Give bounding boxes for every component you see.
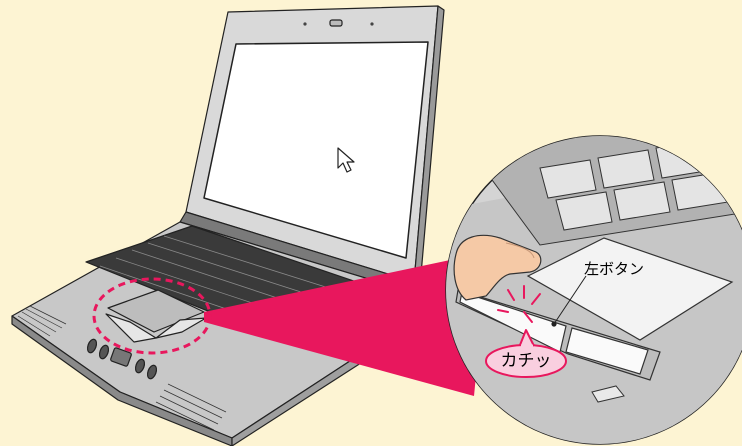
- left-button-label: 左ボタン: [584, 260, 645, 278]
- zoom-touchpad: [526, 237, 734, 341]
- zoom-connector-beam: [204, 252, 488, 396]
- click-sound-bubble-tail: [519, 329, 535, 347]
- click-burst-icon: [497, 285, 541, 323]
- lid-camera: [329, 19, 343, 27]
- lid-latch-left: [303, 22, 307, 26]
- front-media-buttons: [86, 338, 158, 380]
- lid-latch-right: [370, 22, 374, 26]
- speaker-grille-left: [17, 305, 67, 337]
- speaker-grille-right: [155, 383, 227, 431]
- laptop: [11, 5, 445, 446]
- mouse-cursor-arrow-icon: [337, 147, 355, 173]
- click-sound-label: カチッ: [500, 351, 552, 371]
- left-button-leader-line: [553, 275, 587, 325]
- touchpad-highlight-ring: [92, 277, 212, 355]
- finger-icon: [453, 234, 542, 301]
- left-button-leader-dot: [551, 321, 557, 327]
- laptop-screen: [203, 41, 429, 259]
- zoom-right-button: [565, 327, 649, 375]
- laptop-base-front: [11, 315, 233, 446]
